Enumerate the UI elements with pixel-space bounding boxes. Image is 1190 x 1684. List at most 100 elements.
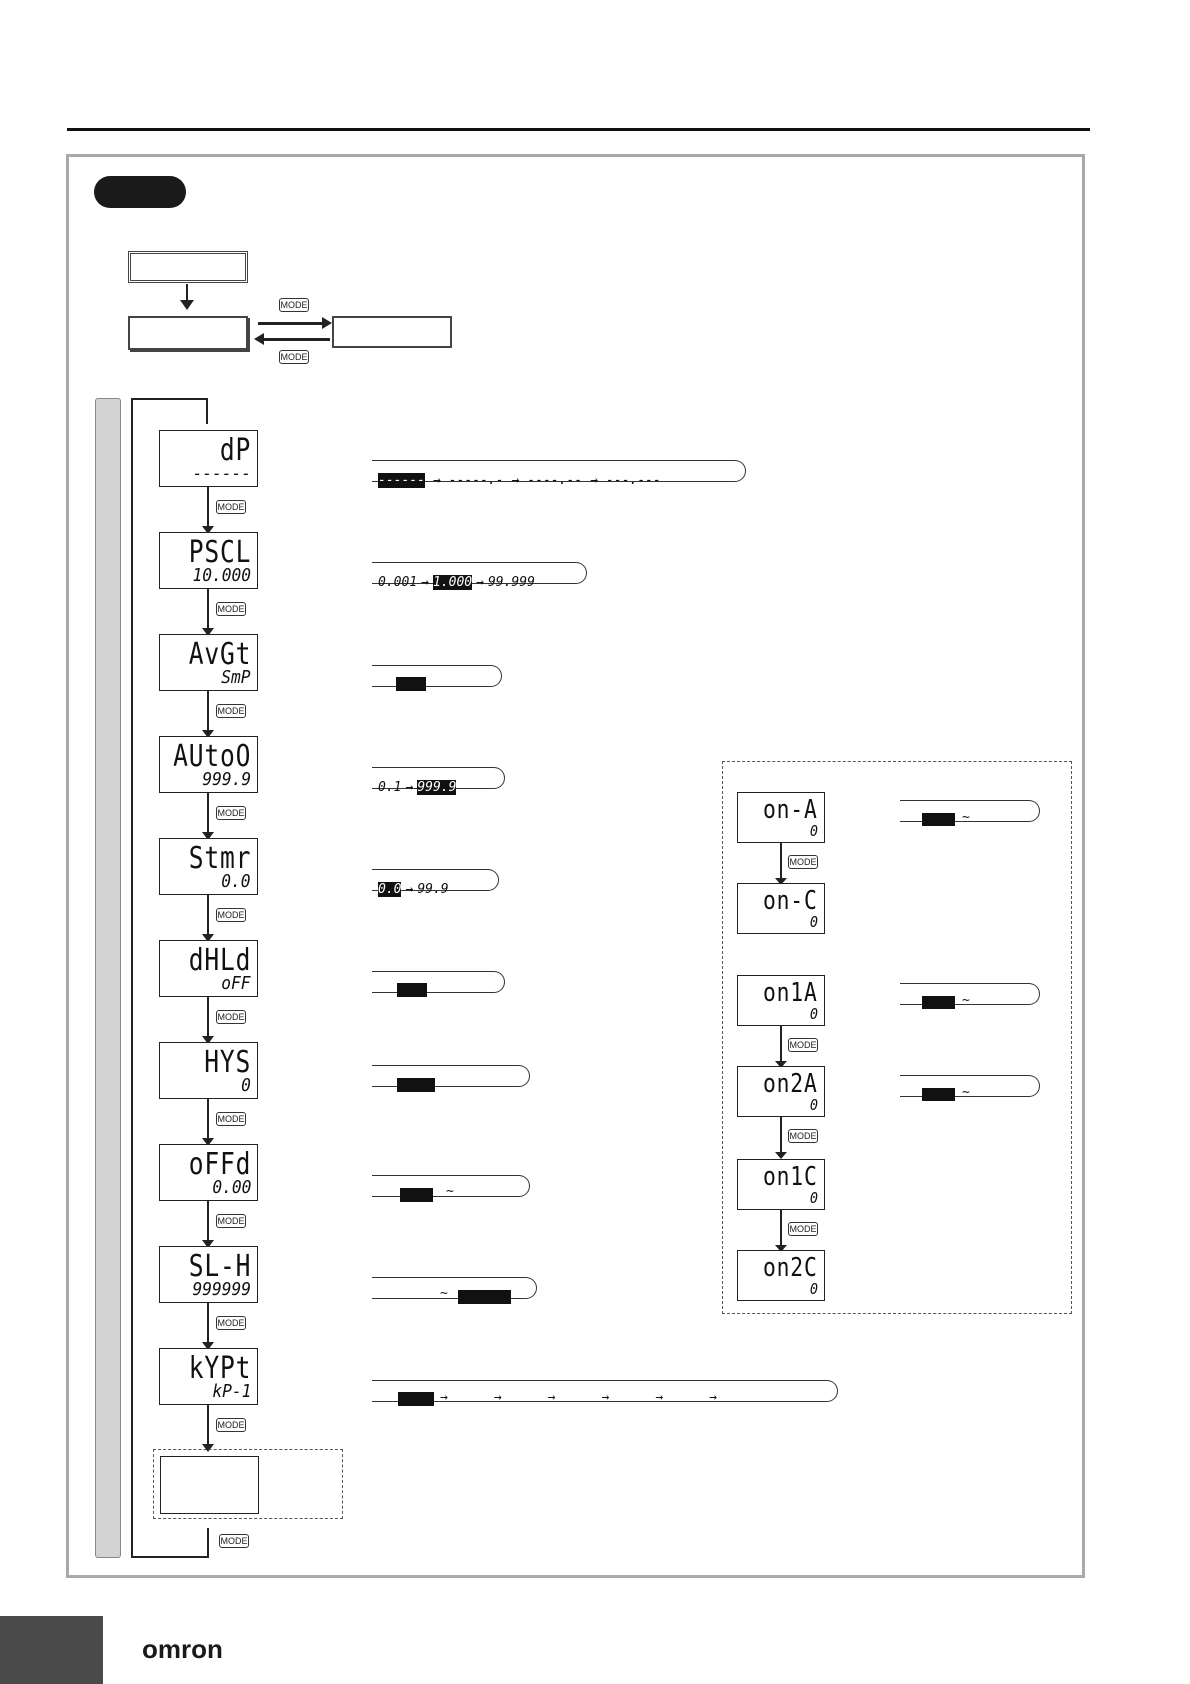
mode-arrow-line (207, 589, 209, 631)
dp-option: -----.- (448, 472, 504, 488)
to-setting-arrowhead (322, 317, 332, 329)
lcd-top-text: AvGt (188, 637, 251, 672)
settings-sidebar (95, 398, 121, 1558)
mode-arrowhead (202, 1138, 214, 1146)
page-corner-tab (0, 1616, 103, 1684)
stmr-options: 0.0→ 99.9 (378, 881, 449, 897)
lcd-top-text: on1A (763, 978, 818, 1008)
slh-options-loop (372, 1277, 537, 1299)
mode-arrowhead (202, 1444, 214, 1452)
lcd-top-text: on-C (763, 886, 818, 916)
lcd-bottom-text: 0 (809, 822, 818, 840)
mode-arrow-line (207, 1405, 209, 1447)
arrow-right-icon: → (655, 1390, 664, 1405)
slh-option-default (458, 1290, 511, 1304)
mode-arrowhead (202, 1036, 214, 1044)
lcd-top-text: PSCL (188, 535, 251, 570)
lcd-bottom-text: SmP (221, 667, 251, 688)
mode-key-icon: MODE (216, 1418, 246, 1432)
mode-key-icon: MODE (216, 806, 246, 820)
lcd-bottom-text: 999.9 (202, 769, 251, 790)
lcd-bottom-text: ------ (192, 463, 251, 484)
mode-arrowhead (202, 628, 214, 636)
dp-option: ----.-- (527, 472, 583, 488)
mode-arrowhead (775, 878, 787, 885)
mode-arrow-line (207, 997, 209, 1039)
to-setting-arrow (258, 322, 326, 325)
pscl-option: 0.001 (378, 574, 418, 590)
offd-option-default (400, 1188, 433, 1202)
mode-key-icon: MODE (788, 1038, 818, 1052)
mode-arrowhead (202, 832, 214, 840)
mode-key-icon: MODE (279, 298, 309, 312)
mode-arrow-line (207, 1303, 209, 1345)
on2a-option-default (922, 1088, 955, 1101)
dhld-options-loop (372, 971, 505, 993)
lcd-bottom-text: 0 (809, 1096, 818, 1114)
mode-key-icon: MODE (219, 1534, 249, 1548)
mode-key-icon: MODE (216, 1112, 246, 1126)
pscl-option: 99.999 (487, 574, 535, 590)
lcd-bottom-text: oFF (221, 973, 251, 994)
auto-option-default: 999.9 (417, 779, 457, 795)
mode-key-icon: MODE (216, 1010, 246, 1024)
lcd-top-text: HYS (204, 1045, 251, 1080)
on2a-options-loop (900, 1075, 1040, 1097)
arrow-right-icon: → (601, 1390, 610, 1405)
dp-option-default: ------ (378, 472, 425, 488)
lcd-top-text: dHLd (188, 943, 251, 978)
arrow-right-icon: → (547, 1390, 556, 1405)
mode-key-icon: MODE (788, 855, 818, 869)
lcd-screen-optional (160, 1456, 259, 1514)
lcd-top-text: on2C (763, 1253, 818, 1283)
power-arrow (186, 284, 188, 304)
lcd-bottom-text: kP-1 (211, 1381, 251, 1402)
loop-exit-line (207, 1528, 209, 1558)
arrow-right-icon: → (709, 1390, 717, 1405)
power-arrowhead (180, 300, 194, 310)
mode-arrow-line (207, 1201, 209, 1243)
mode-arrow-line (207, 895, 209, 937)
loop-entry-line (206, 398, 208, 424)
kypt-options-loop (372, 1380, 838, 1402)
mode-key-icon: MODE (788, 1222, 818, 1236)
mode-arrowhead (775, 1245, 787, 1252)
setting-mode-box (332, 316, 452, 348)
optional-screen-group (153, 1449, 343, 1519)
pscl-options-loop (372, 562, 587, 584)
mode-arrowhead (202, 526, 214, 534)
range-tilde: ~ (962, 1085, 970, 1100)
mode-key-icon: MODE (216, 602, 246, 616)
pscl-option-default: 1.000 (432, 574, 473, 590)
loop-return-line (131, 398, 133, 1558)
mode-arrow-line (207, 1099, 209, 1141)
mode-arrow-line (207, 691, 209, 733)
lcd-top-text: Stmr (188, 841, 251, 876)
to-run-arrow (262, 338, 330, 341)
dp-option: ---.--- (606, 472, 661, 488)
avgt-option-default (396, 677, 426, 691)
on-a-options-loop (900, 800, 1040, 822)
output-settings-panel (722, 761, 1072, 1314)
arrow-right-icon: → (440, 1390, 448, 1405)
lcd-top-text: on2A (763, 1069, 818, 1099)
lcd-top-text: kYPt (188, 1351, 251, 1386)
auto-options: 0.1→ 999.9 (378, 779, 457, 795)
lcd-top-text: dP (219, 433, 251, 468)
range-tilde: ~ (962, 810, 970, 825)
mode-arrow-line (780, 1026, 782, 1065)
mode-arrowhead (775, 1061, 787, 1068)
offd-options-loop (372, 1175, 530, 1197)
